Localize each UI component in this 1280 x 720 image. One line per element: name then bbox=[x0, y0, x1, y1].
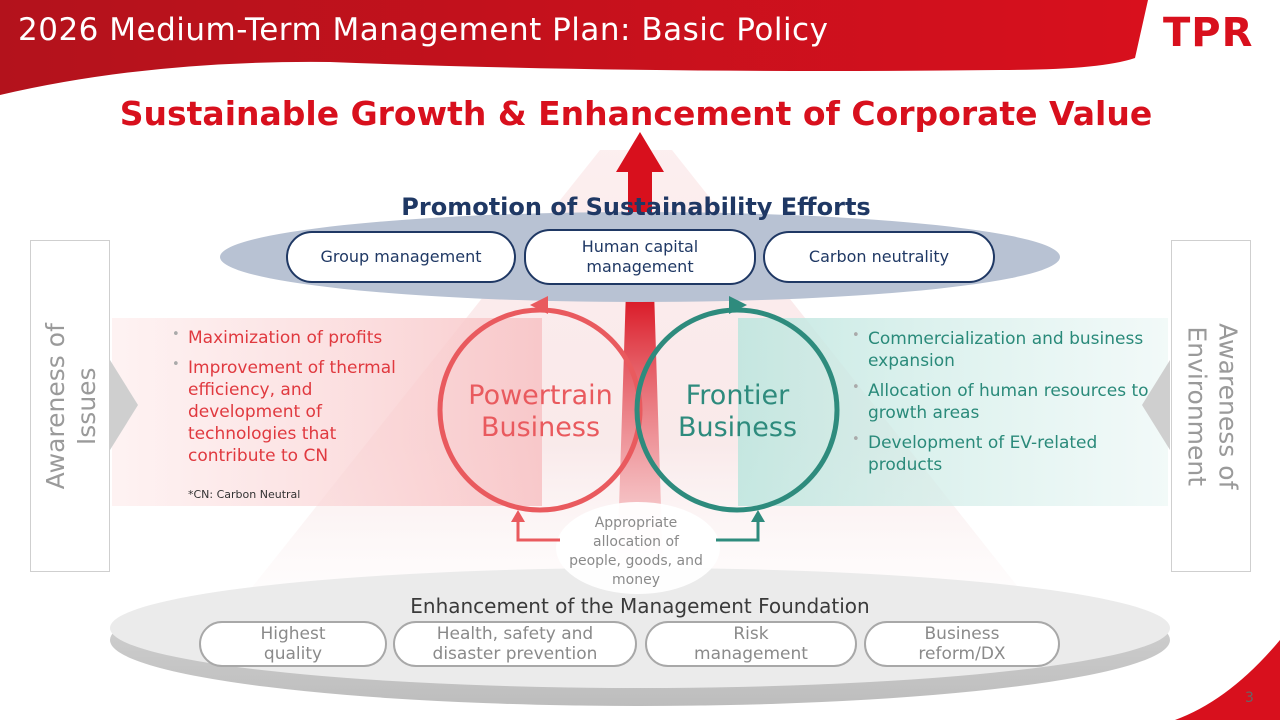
issues-bullets: Maximization of profits Improvement of t… bbox=[172, 327, 417, 476]
environment-bullets: Commercialization and business expansion… bbox=[852, 328, 1152, 485]
page-title: 2026 Medium-Term Management Plan: Basic … bbox=[18, 12, 829, 48]
awareness-environment-box: Awareness of Environment bbox=[1171, 240, 1251, 572]
right-chevron bbox=[1142, 360, 1170, 450]
main-goal: Sustainable Growth & Enhancement of Corp… bbox=[119, 94, 1153, 133]
awareness-issues-box: Awareness of Issues bbox=[30, 240, 110, 572]
right-feedback-head bbox=[751, 510, 765, 522]
pill-highest-quality: Highest quality bbox=[199, 621, 387, 667]
allocation-blob bbox=[556, 502, 720, 594]
list-item: Commercialization and business expansion bbox=[852, 328, 1152, 372]
cn-footnote: *CN: Carbon Neutral bbox=[188, 488, 301, 501]
pill-risk-management: Risk management bbox=[645, 621, 857, 667]
pill-label: Carbon neutrality bbox=[808, 247, 950, 266]
list-item: Maximization of profits bbox=[172, 327, 417, 349]
foundation-title: Enhancement of the Management Foundation bbox=[410, 594, 870, 618]
allocation-text: Appropriate allocation of people, goods,… bbox=[569, 515, 703, 588]
pill-human-capital: Human capital management bbox=[524, 229, 756, 285]
pill-carbon-neutrality: Carbon neutrality bbox=[763, 231, 995, 283]
pill-label: Human capital management bbox=[581, 237, 699, 276]
left-chevron bbox=[110, 360, 138, 450]
list-item: Allocation of human resources to growth … bbox=[852, 380, 1152, 424]
corner-swoosh bbox=[1175, 640, 1280, 720]
powertrain-business-label: Powertrain Business bbox=[468, 380, 613, 444]
awareness-environment-label: Awareness of Environment bbox=[1182, 323, 1243, 490]
page-number: 3 bbox=[1245, 690, 1254, 706]
pill-group-management: Group management bbox=[286, 231, 516, 283]
left-feedback-arrow bbox=[516, 520, 560, 542]
sustainability-title: Promotion of Sustainability Efforts bbox=[401, 193, 871, 221]
header-band bbox=[0, 0, 1148, 95]
pill-business-reform: Business reform/DX bbox=[864, 621, 1060, 667]
list-item: Improvement of thermal efficiency, and d… bbox=[172, 357, 417, 467]
powertrain-arrowhead bbox=[530, 296, 548, 314]
tpr-logo: TPR bbox=[1163, 10, 1254, 56]
right-feedback-arrow bbox=[716, 520, 760, 542]
pill-label: Group management bbox=[320, 247, 482, 266]
left-feedback-head bbox=[511, 510, 525, 522]
list-item: Development of EV-related products bbox=[852, 432, 1152, 476]
frontier-business-label: Frontier Business bbox=[677, 380, 798, 444]
pill-health-safety: Health, safety and disaster prevention bbox=[393, 621, 637, 667]
frontier-arrowhead bbox=[729, 296, 747, 314]
awareness-issues-label: Awareness of Issues bbox=[40, 323, 101, 490]
